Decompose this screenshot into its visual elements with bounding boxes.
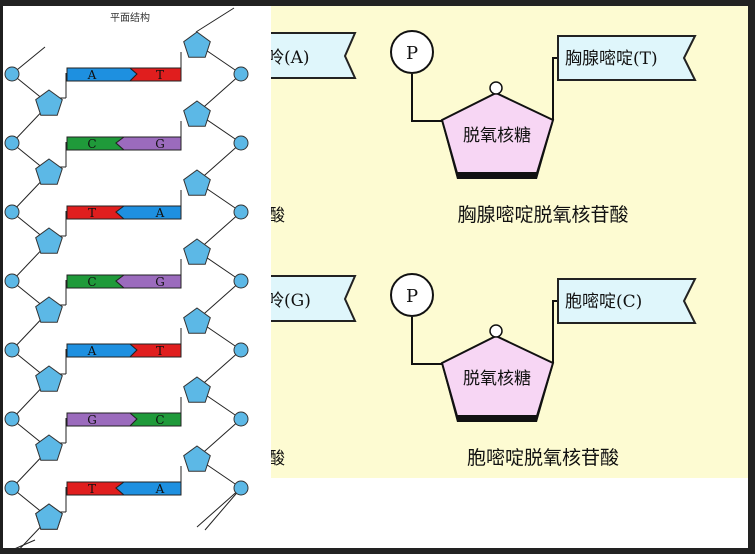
backbone-bond <box>196 487 242 528</box>
base-letter: A <box>155 206 165 220</box>
base-G <box>115 136 182 151</box>
nucleotide-name: 胞嘧啶脱氧核苷酸 <box>467 447 619 469</box>
phosphate-circle <box>4 342 20 358</box>
deoxyribose-pentagon <box>440 334 555 417</box>
base-letter: G <box>155 275 165 289</box>
base-A <box>66 67 138 82</box>
base-letter: A <box>155 482 165 496</box>
sugar-pentagon <box>183 169 211 196</box>
base-A <box>66 343 138 358</box>
backbone-bond <box>195 7 235 33</box>
phosphate-circle <box>4 135 20 151</box>
deoxyribose-pentagon <box>440 91 555 174</box>
phosphate-bond <box>411 74 442 122</box>
nucleotide-name: 酸 <box>268 206 285 226</box>
phosphate-circle <box>390 273 434 317</box>
sugar-pentagon <box>183 307 211 334</box>
frame-border <box>0 548 755 554</box>
nucleotide-name: 胸腺嘧啶脱氧核苷酸 <box>457 204 628 226</box>
sugar-label: 脱氧核糖 <box>463 369 531 389</box>
base-label-flag <box>557 278 697 324</box>
nucleotide-2: 呤(G) 酸 P 脱氧核糖 胞嘧啶(C) 胞嘧啶脱氧核苷酸 <box>239 273 697 469</box>
base-letter: C <box>87 275 96 289</box>
sugar-pentagon <box>35 227 63 254</box>
base-letter: T <box>88 206 96 220</box>
phosphate-circle <box>4 411 20 427</box>
base-G <box>115 274 182 289</box>
phosphate-bond <box>411 317 442 365</box>
frame-border <box>0 0 755 6</box>
sugar-pentagon <box>35 296 63 323</box>
base-letter: T <box>156 68 164 82</box>
phosphate-circle <box>233 411 249 427</box>
base-letter: C <box>87 137 96 151</box>
phosphate-circle <box>4 480 20 496</box>
ring-oxygen-circle <box>489 81 503 95</box>
glycosidic-bond <box>552 300 558 363</box>
phosphate-label: P <box>406 43 418 64</box>
sugar-pentagon <box>35 89 63 116</box>
base-A <box>115 481 182 496</box>
phosphate-circle <box>233 273 249 289</box>
dna-structure-title: 平面结构 <box>110 11 150 24</box>
sugar-pentagon <box>183 376 211 403</box>
base-label-text: 胞嘧啶(C) <box>565 292 642 312</box>
frame-border <box>748 0 755 554</box>
phosphate-circle <box>4 66 20 82</box>
base-label-text: 呤(G) <box>267 291 311 311</box>
phosphate-circle <box>233 66 249 82</box>
sugar-pentagon <box>35 503 63 530</box>
phosphate-label: P <box>406 286 418 307</box>
base-label-text: 呤(A) <box>267 48 310 68</box>
base-letter: T <box>88 482 96 496</box>
sugar-pentagon <box>183 31 211 58</box>
sugar-pentagon <box>35 434 63 461</box>
sugar-label: 脱氧核糖 <box>463 126 531 146</box>
sugar-pentagon <box>183 445 211 472</box>
base-C <box>128 412 182 427</box>
base-letter: A <box>87 344 97 358</box>
base-T <box>128 343 182 358</box>
ring-oxygen-circle <box>489 324 503 338</box>
base-letter: C <box>155 413 164 427</box>
sugar-pentagon <box>35 365 63 392</box>
phosphate-circle <box>390 30 434 74</box>
nucleotide-1: 呤(A) 酸 P 脱氧核糖 胸腺嘧啶(T) 胸腺嘧啶脱氧核苷酸 <box>239 30 697 226</box>
base-letter: A <box>87 68 97 82</box>
base-letter: G <box>155 137 165 151</box>
glycosidic-bond <box>552 57 558 120</box>
base-label-text: 胸腺嘧啶(T) <box>565 49 658 69</box>
base-T <box>128 67 182 82</box>
phosphate-circle <box>233 480 249 496</box>
phosphate-circle <box>233 342 249 358</box>
blank-area <box>262 478 748 548</box>
nucleotide-name: 酸 <box>268 449 285 469</box>
base-letter: G <box>87 413 97 427</box>
sugar-pentagon <box>183 100 211 127</box>
base-A <box>115 205 182 220</box>
base-G <box>66 412 138 427</box>
base-label-flag <box>557 35 697 81</box>
base-letter: T <box>156 344 164 358</box>
backbone-bond <box>204 487 242 531</box>
phosphate-circle <box>233 135 249 151</box>
sugar-pentagon <box>35 158 63 185</box>
phosphate-circle <box>233 204 249 220</box>
phosphate-circle <box>4 273 20 289</box>
phosphate-circle <box>4 204 20 220</box>
sugar-pentagon <box>183 238 211 265</box>
